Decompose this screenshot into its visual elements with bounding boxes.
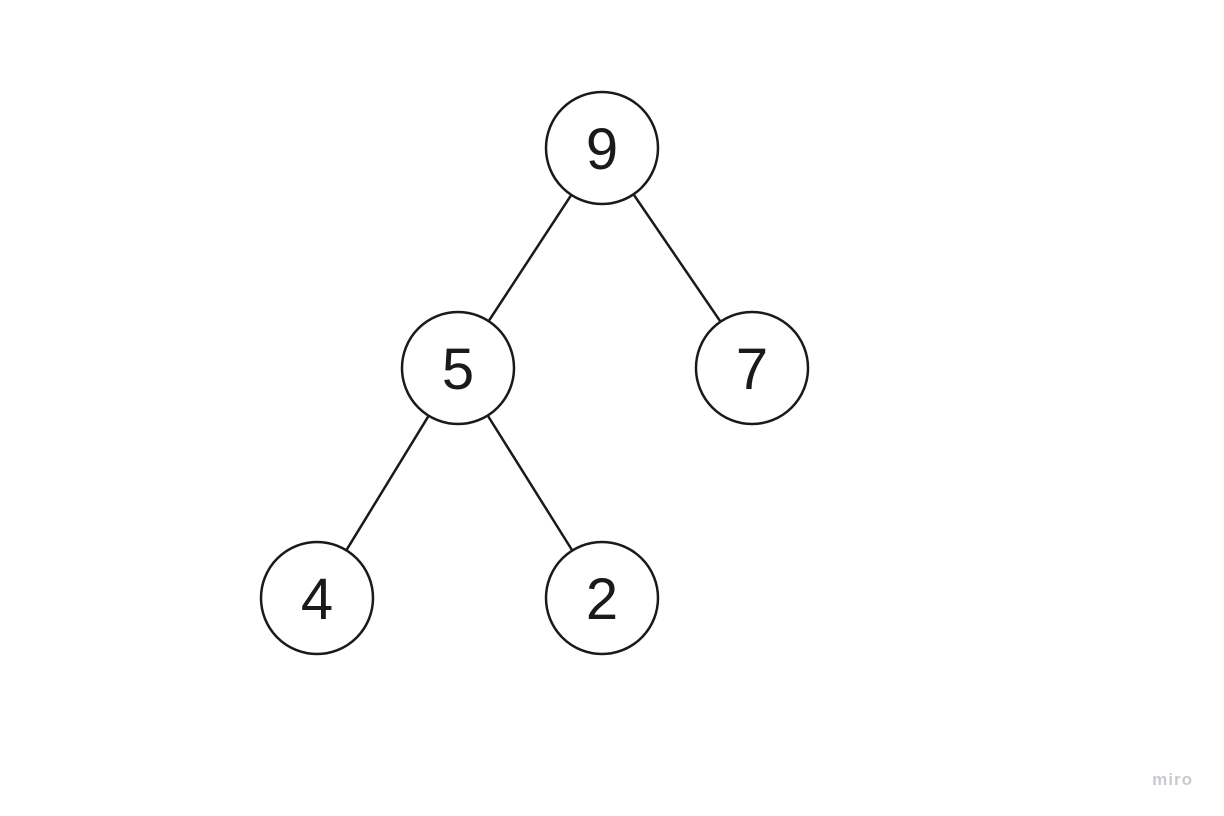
tree-node-circle-7 bbox=[694, 310, 810, 426]
tree-node-4[interactable]: 4 bbox=[259, 540, 375, 656]
tree-edge-9-5[interactable] bbox=[487, 193, 573, 323]
tree-node-9[interactable]: 9 bbox=[544, 90, 660, 206]
tree-node-label-7: 7 bbox=[736, 337, 768, 402]
tree-edge-5-2[interactable] bbox=[486, 414, 574, 552]
tree-edges-layer bbox=[345, 193, 722, 552]
tree-node-2[interactable]: 2 bbox=[544, 540, 660, 656]
tree-edge-5-4[interactable] bbox=[345, 414, 430, 552]
tree-node-circle-5 bbox=[400, 310, 516, 426]
tree-node-circle-4 bbox=[259, 540, 375, 656]
tree-node-label-9: 9 bbox=[586, 117, 618, 182]
tree-node-circle-2 bbox=[544, 540, 660, 656]
tree-nodes-layer: 9 5 7 4 2 bbox=[259, 90, 810, 656]
tree-edge-9-7[interactable] bbox=[632, 193, 722, 323]
tree-node-circle-9 bbox=[544, 90, 660, 206]
miro-watermark: miro bbox=[1152, 770, 1193, 789]
tree-node-5[interactable]: 5 bbox=[400, 310, 516, 426]
tree-node-label-2: 2 bbox=[586, 567, 618, 632]
tree-node-label-4: 4 bbox=[301, 567, 333, 632]
tree-node-label-5: 5 bbox=[442, 337, 474, 402]
tree-node-7[interactable]: 7 bbox=[694, 310, 810, 426]
